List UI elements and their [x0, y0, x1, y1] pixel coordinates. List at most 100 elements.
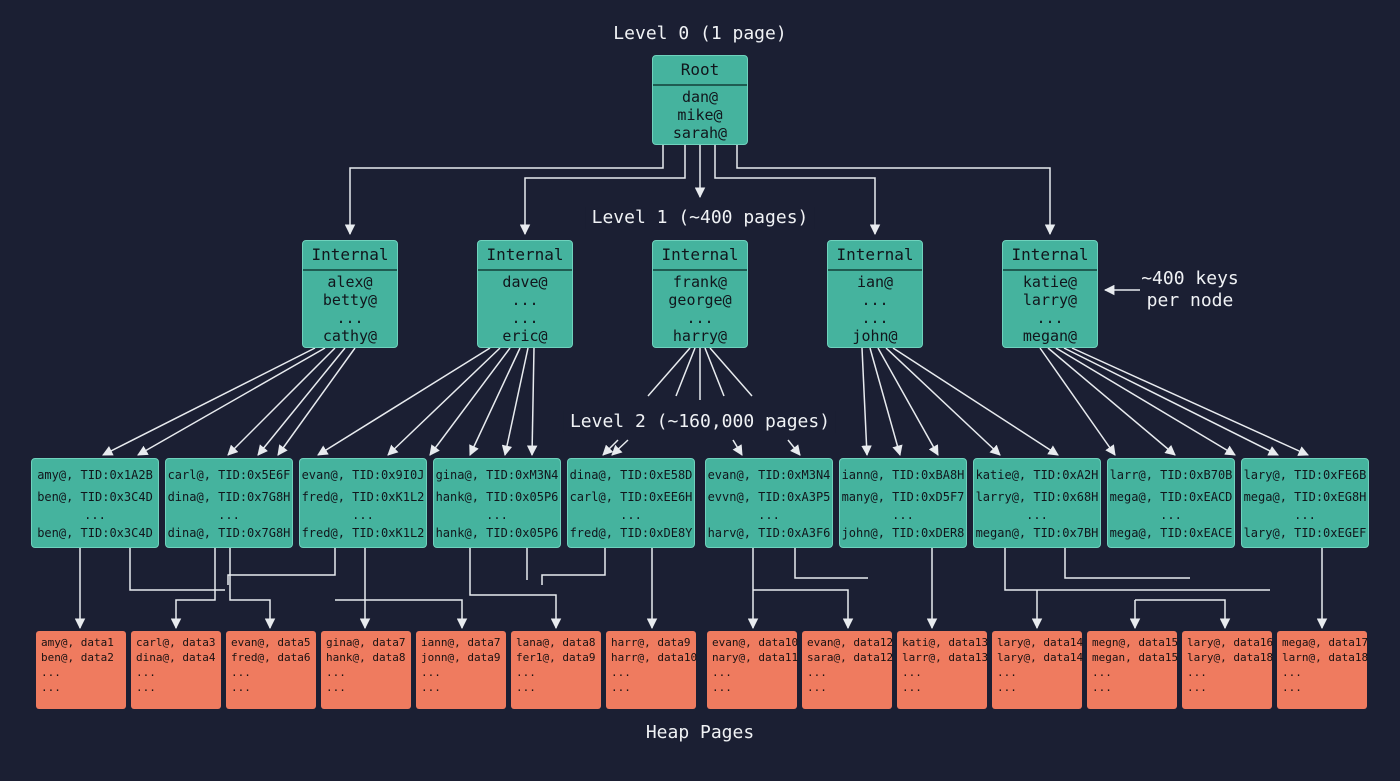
internal-to-leaf-arrow [611, 439, 629, 456]
internal-key: alex@ [327, 273, 373, 291]
leaf-node: gina@, TID:0xM3N4 hank@, TID:0x05P6 ... … [433, 458, 561, 548]
heap-entry: fer1@, data9 [516, 651, 596, 664]
internal-to-level2-line [675, 347, 696, 397]
internal-to-leaf-arrow [787, 439, 801, 456]
heap-entry: evan@, data5 [231, 636, 311, 649]
internal-key: ... [336, 309, 364, 327]
heap-entry: ... [41, 681, 61, 694]
internal-key: john@ [852, 327, 898, 345]
leaf-to-heap-arrow [170, 548, 216, 630]
heap-page: kati@, data13 larr@, data13 ... ... [897, 631, 988, 709]
leaf-entry: carl@, TID:0xEE6H [569, 490, 693, 504]
internal-to-leaf-arrow [429, 347, 511, 456]
leaf-entry: mega@, TID:0xEG8H [1243, 490, 1367, 504]
internal-key: ... [861, 309, 889, 327]
heap-entry: ... [1282, 681, 1302, 694]
internal-key: ... [1036, 309, 1064, 327]
leaf-entry: ... [620, 508, 642, 522]
heap-entry: ... [421, 666, 441, 679]
heap-entry: lana@, data8 [516, 636, 596, 649]
heap-page: gina@, data7 hank@, data8 ... ... [321, 631, 411, 709]
annotation-line-1: ~400 keys [1141, 268, 1239, 289]
leaf-entry: hank@, TID:0x05P6 [435, 526, 559, 540]
leaf-entry: ... [84, 508, 106, 522]
leaf-node: katie@, TID:0xA2H larry@, TID:0x68H ... … [973, 458, 1101, 548]
leaf-entry: evvn@, TID:0xA3P5 [707, 490, 831, 504]
internal-node: Internal ian@ ... ... john@ [827, 240, 923, 348]
leaf-entry: hank@, TID:0x05P6 [435, 490, 559, 504]
level-1-label: Level 1 (~400 pages) [585, 207, 815, 229]
internal-to-leaf-arrow [102, 347, 316, 456]
heap-page: amy@, data1 ben@, data2 ... ... [36, 631, 126, 709]
internal-to-leaf-arrow [877, 347, 939, 456]
heap-entry: ... [1187, 681, 1207, 694]
heap-entry: harr@, data10 [611, 651, 698, 664]
leaf-to-heap-arrow [1135, 599, 1231, 630]
heap-entry: larn@, data18 [1282, 651, 1369, 664]
heap-entry: ... [1282, 666, 1302, 679]
heap-entry: ... [516, 666, 536, 679]
leaf-to-heap-line [541, 548, 606, 585]
leaf-to-heap-arrow [229, 548, 276, 630]
leaf-entry: larr@, TID:0xB70B [1109, 468, 1233, 482]
heap-page: lary@, data14 lary@, data14 ... ... [992, 631, 1083, 709]
leaf-entry: ben@, TID:0x3C4D [37, 526, 153, 540]
heap-entry: ... [326, 666, 346, 679]
leaf-entry: dina@, TID:0xE58D [569, 468, 693, 482]
internal-to-leaf-arrow [869, 347, 903, 457]
internal-node: Internal alex@ betty@ ... cathy@ [302, 240, 398, 348]
heap-entry: ... [807, 666, 827, 679]
heap-entry: ... [516, 681, 536, 694]
internal-key: megan@ [1022, 327, 1078, 345]
leaf-node: evan@, TID:0x9I0J fred@, TID:0xK1L2 ... … [299, 458, 427, 548]
heap-entry: gina@, data7 [326, 636, 406, 649]
leaf-entry: many@, TID:0xD5F7 [841, 490, 965, 504]
internal-key: harry@ [672, 327, 728, 345]
heap-entry: megn@, data15 [1092, 636, 1179, 649]
leaf-entry: ben@, TID:0x3C4D [37, 490, 153, 504]
root-to-internal-arrow [344, 145, 664, 236]
heap-entry: ... [1092, 666, 1112, 679]
heap-page: evan@, data12 sara@, data12 ... ... [802, 631, 893, 709]
heap-entry: carl@, data3 [136, 636, 216, 649]
heap-entry: iann@, data7 [421, 636, 501, 649]
leaf-entry: larry@, TID:0x68H [975, 490, 1099, 504]
leaf-to-heap-line [129, 548, 225, 591]
heap-entry: ... [136, 666, 156, 679]
heap-entry: nary@, data11 [712, 651, 799, 664]
internal-title: Internal [828, 241, 922, 271]
heap-entry: ... [902, 681, 922, 694]
heap-entry: ... [326, 681, 346, 694]
heap-entry: ... [231, 681, 251, 694]
internal-key: larry@ [1022, 291, 1078, 309]
internal-to-leaf-arrow [317, 347, 491, 456]
keys-per-node-annotation: ~400 keys per node [1140, 268, 1240, 312]
heap-page: carl@, data3 dina@, data4 ... ... [131, 631, 221, 709]
leaf-entry: amy@, TID:0x1A2B [37, 468, 153, 482]
heap-entry: ... [997, 681, 1017, 694]
leaf-entry: ... [1294, 508, 1316, 522]
internal-title: Internal [478, 241, 572, 271]
leaf-entry: carl@, TID:0x5E6F [167, 468, 291, 482]
internal-key: frank@ [672, 273, 728, 291]
leaf-to-heap-line [1064, 548, 1190, 579]
internal-title: Internal [653, 241, 747, 271]
heap-page: mega@, data17 larn@, data18 ... ... [1277, 631, 1369, 709]
internal-to-leaf-arrow [892, 347, 1059, 456]
leaf-entry: evan@, TID:0xM3N4 [707, 468, 831, 482]
heap-entry: dina@, data4 [136, 651, 216, 664]
heap-entry: jonn@, data9 [421, 651, 501, 664]
heap-entry: ... [611, 666, 631, 679]
heap-page: lary@, data16 lary@, data18 ... ... [1182, 631, 1273, 709]
heap-entry: ... [136, 681, 156, 694]
heap-entry: ben@, data2 [41, 651, 114, 664]
leaf-entry: mega@, TID:0xEACD [1109, 490, 1233, 504]
internal-title: Internal [303, 241, 397, 271]
heap-page: evan@, data10 nary@, data11 ... ... [707, 631, 799, 709]
level-0-label: Level 0 (1 page) [613, 23, 787, 44]
internal-to-leaf-arrow [1039, 347, 1116, 456]
internal-to-leaf-arrow [387, 347, 501, 456]
heap-entry: ... [712, 681, 732, 694]
leaf-entry: dina@, TID:0x7G8H [167, 490, 291, 504]
leaf-entry: ... [1026, 508, 1048, 522]
